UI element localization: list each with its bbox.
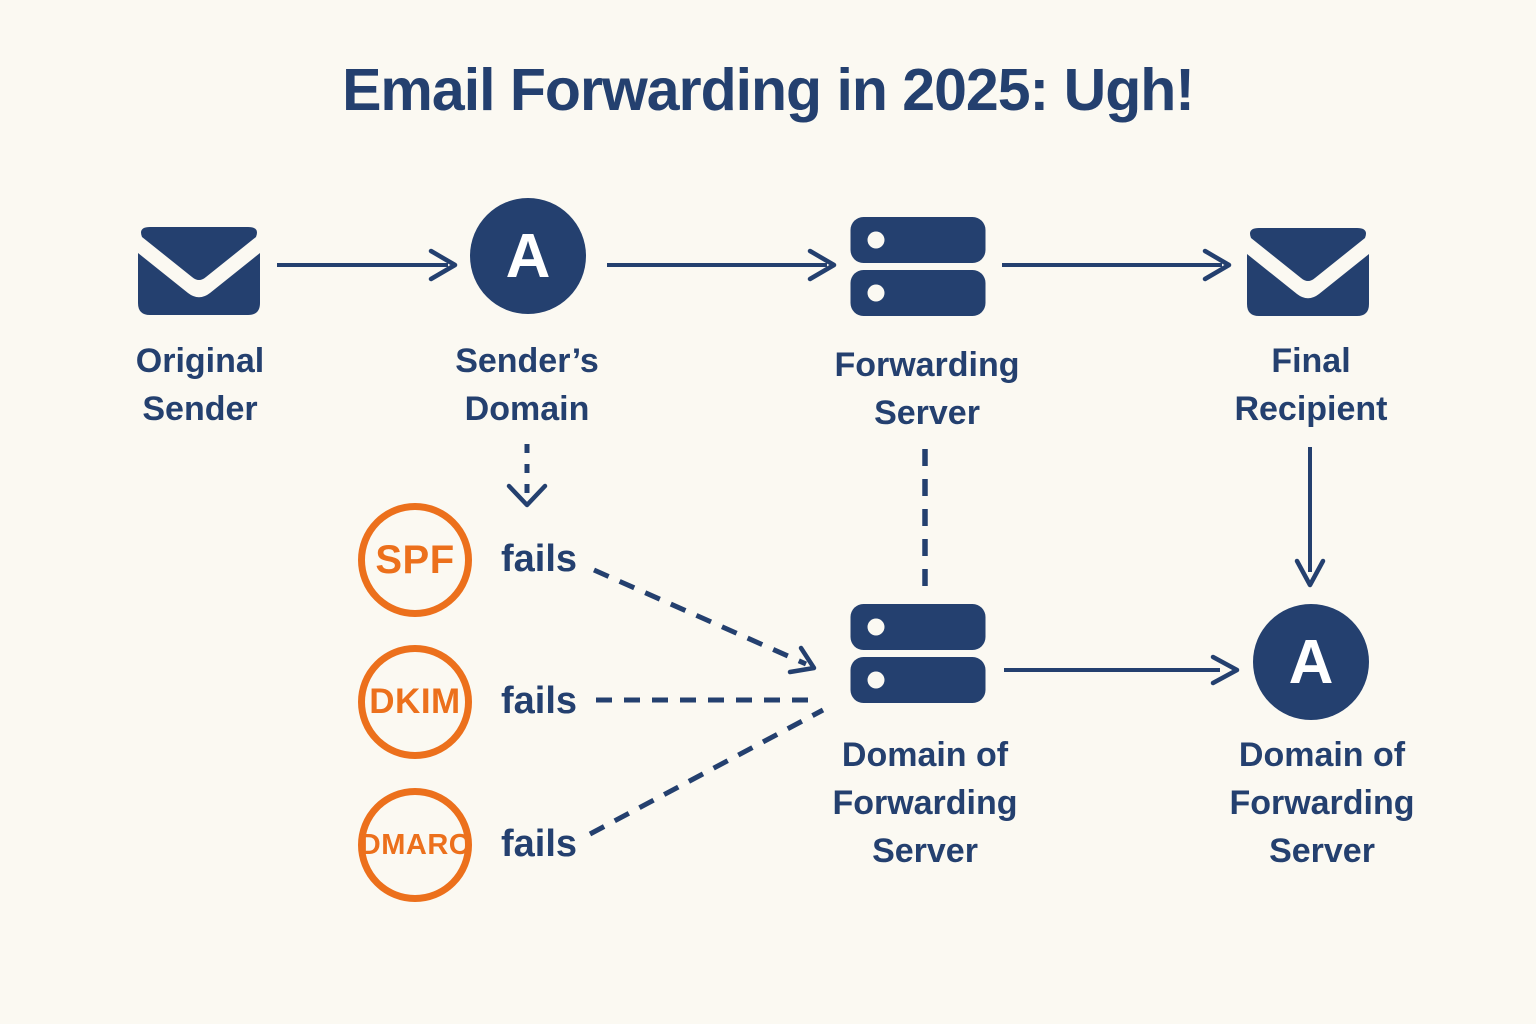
domain-a-badge: A xyxy=(1253,604,1369,720)
dmarc-badge: DMARC xyxy=(358,788,472,902)
domain-a-monogram: A xyxy=(1288,627,1334,697)
arrow-sender-to-domain xyxy=(277,248,458,282)
label-forwarding-server: Forwarding Server xyxy=(787,341,1067,437)
label-line: Forwarding xyxy=(1229,784,1415,822)
label-line: Recipient xyxy=(1234,390,1388,428)
dkim-fails-label: fails xyxy=(501,680,578,722)
label-line: Server xyxy=(1269,832,1375,870)
label-line: Domain of xyxy=(1238,736,1406,774)
server-stack-icon xyxy=(850,217,986,316)
arrow-recipient-to-authority xyxy=(1294,447,1326,588)
label-line: Sender xyxy=(142,390,258,428)
page-title: Email Forwarding in 2025: Ugh! xyxy=(342,57,1195,123)
dmarc-fails-label: fails xyxy=(501,823,578,865)
label-line: Sender’s xyxy=(455,342,599,380)
label-line: Original xyxy=(135,342,265,380)
label-forwarding-domain-authority: Domain of Forwarding Server xyxy=(1182,731,1462,875)
domain-a-monogram: A xyxy=(505,221,551,291)
arrow-domain-to-authority xyxy=(1004,654,1240,686)
label-line: Domain of xyxy=(841,736,1009,774)
label-senders-domain: Sender’s Domain xyxy=(387,337,667,433)
label-final-recipient: Final Recipient xyxy=(1171,337,1451,433)
label-line: Server xyxy=(874,394,980,432)
spf-badge: SPF xyxy=(358,503,472,617)
spf-fails-label: fails xyxy=(501,538,578,580)
label-line: Forwarding xyxy=(834,346,1020,384)
dmarc-badge-label: DMARC xyxy=(359,828,471,861)
arrow-domain-to-forwarder xyxy=(607,248,837,282)
domain-a-badge: A xyxy=(470,198,586,314)
dkim-badge-label: DKIM xyxy=(369,682,461,721)
label-line: Server xyxy=(872,832,978,870)
dashed-arrow-domain-to-checks xyxy=(506,444,548,508)
dkim-badge: DKIM xyxy=(358,645,472,759)
label-original-sender: Original Sender xyxy=(60,337,340,433)
label-line: Final xyxy=(1271,342,1351,380)
server-stack-icon xyxy=(850,604,986,703)
spf-badge-label: SPF xyxy=(375,537,455,582)
envelope-icon xyxy=(138,227,260,315)
envelope-icon xyxy=(1247,228,1369,316)
label-domain-of-forwarding-server: Domain of Forwarding Server xyxy=(785,731,1065,875)
dashed-arrow-spf-to-domain xyxy=(592,567,817,675)
label-line: Domain xyxy=(464,390,590,428)
arrow-forwarder-to-recipient xyxy=(1002,248,1232,282)
label-line: Forwarding xyxy=(832,784,1018,822)
